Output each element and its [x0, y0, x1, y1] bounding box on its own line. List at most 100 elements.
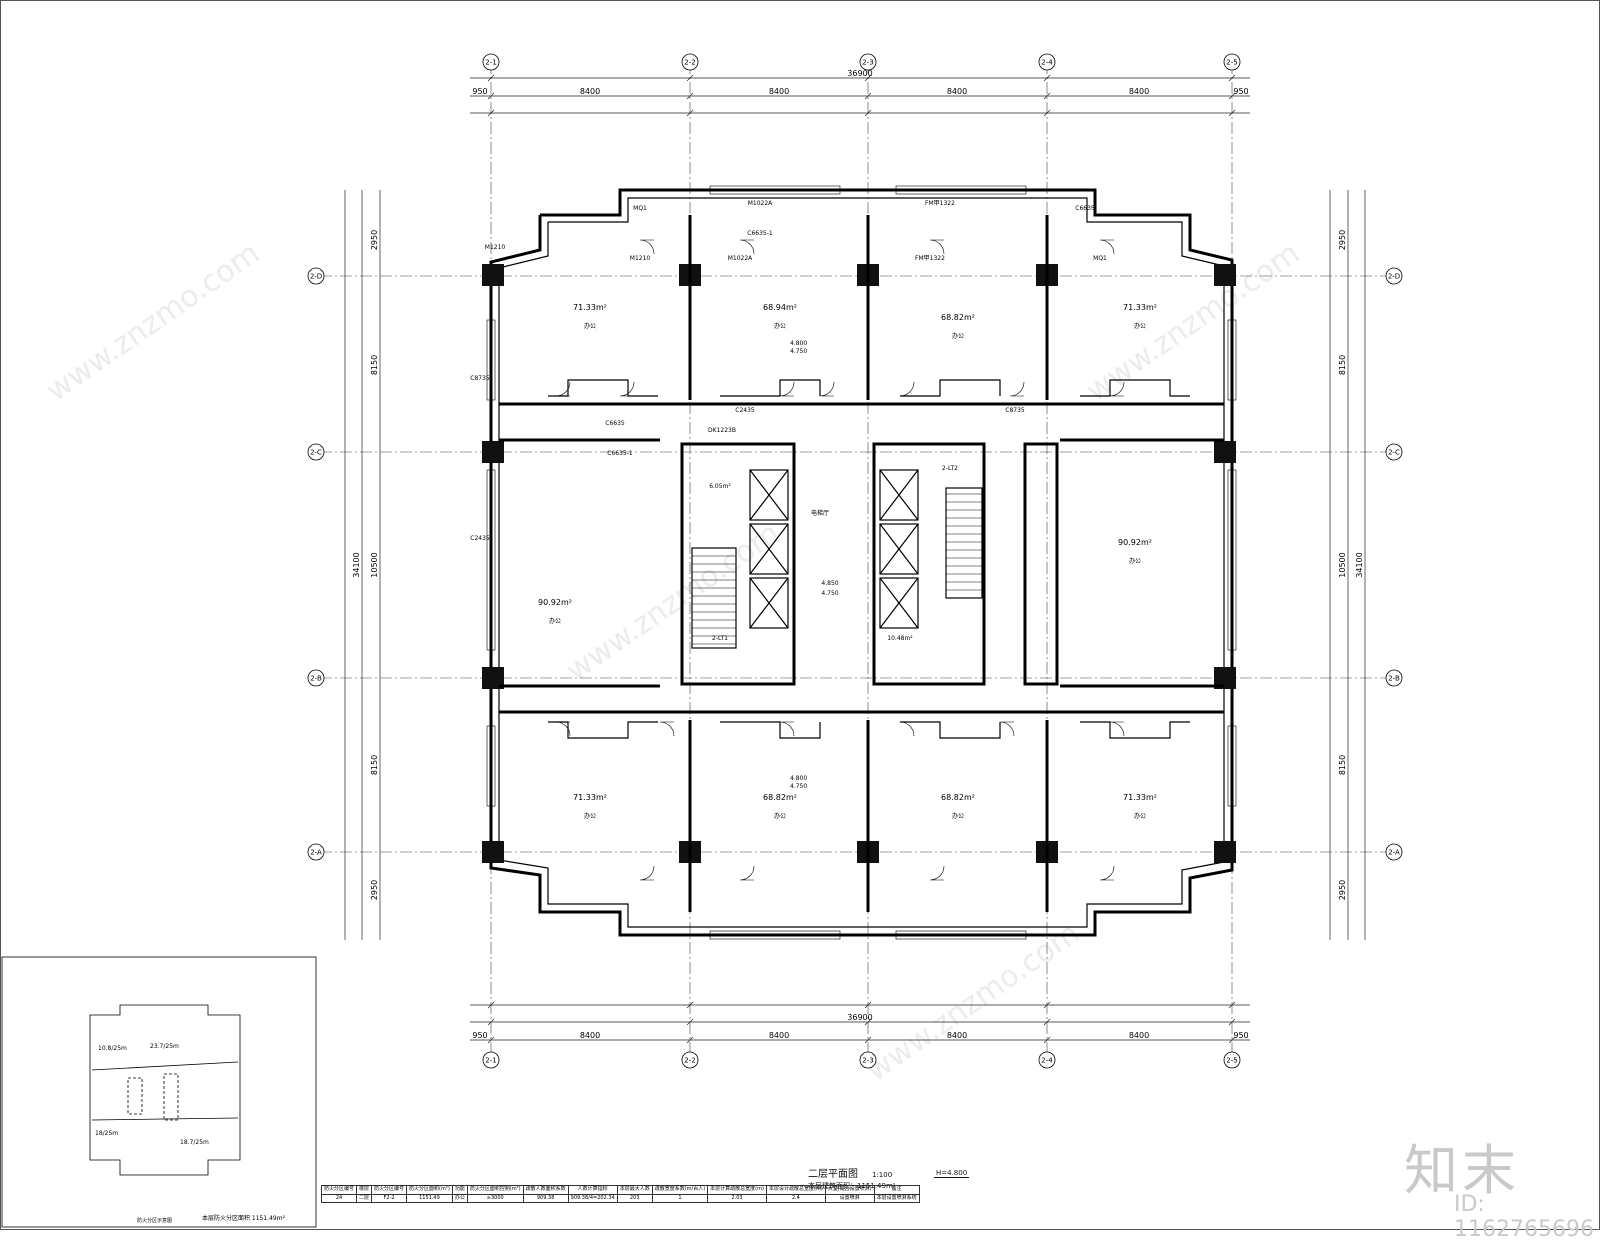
- dimension-tick: [1043, 1036, 1051, 1044]
- dimension-tick: [864, 92, 872, 100]
- table-cell: 2.03: [707, 1193, 767, 1203]
- room-area: 71.33m²: [573, 793, 607, 802]
- grid-bubble: [1385, 669, 1403, 687]
- dimension-text: 2950: [1338, 230, 1347, 250]
- dimension-tick: [1043, 92, 1051, 100]
- dimension-text: 8150: [1338, 755, 1347, 775]
- dimension-text: 950: [1233, 87, 1248, 96]
- grid-label: 2-C: [1388, 449, 1400, 457]
- dimension-tick: [686, 92, 694, 100]
- door-swing: [639, 239, 655, 255]
- dimension-tick: [487, 1001, 495, 1009]
- table-cell: 24: [320, 1193, 358, 1203]
- grid-bubble: [1385, 843, 1403, 861]
- dimension-tick: [1228, 1001, 1236, 1009]
- door-window-tag: C8735: [1005, 407, 1025, 414]
- dimension-tick: [864, 1036, 872, 1044]
- door-window-tag: FM甲1322: [925, 200, 955, 207]
- dimension-text: 8400: [947, 87, 967, 96]
- scale-text: 1:100: [872, 1171, 893, 1179]
- room-name: 办公: [774, 322, 786, 330]
- table-header-cell: 疏散人数面积系数: [522, 1185, 569, 1195]
- door-window-tag: C2435: [470, 535, 490, 542]
- room-area: 68.94m²: [763, 303, 797, 312]
- table-cell: 203: [616, 1193, 653, 1203]
- inset-label: 18/25m: [95, 1130, 118, 1137]
- grid-label: 2-5: [1226, 1057, 1237, 1065]
- door-window-tag: MQ1: [633, 205, 647, 212]
- fire-zone-table: 防火分区编号楼层防火分区编号防火分区面积(m²)功能防火分区面积控制(m²)疏散…: [320, 1185, 920, 1203]
- core-label: 4.850: [821, 580, 838, 587]
- door-swing: [819, 381, 835, 397]
- grid-label: 2-2: [684, 59, 695, 67]
- grid-bubble: [1038, 53, 1056, 71]
- table-cell: 1151.49: [406, 1193, 453, 1203]
- dimension-tick: [487, 1036, 495, 1044]
- dimension-tick: [487, 109, 495, 117]
- grid-label: 2-C: [310, 449, 322, 457]
- table-header-cell: 防火分区面积(m²): [406, 1185, 453, 1195]
- grid-label: 2-B: [1388, 675, 1400, 683]
- elevation-mark: H=4.800: [934, 1169, 970, 1178]
- dimension-tick: [1228, 109, 1236, 117]
- table-cell: F2-2: [371, 1193, 408, 1203]
- grid-label: 2-3: [862, 59, 873, 67]
- table-header-cell: 本层计算疏散总宽度(m): [707, 1185, 767, 1195]
- inset-caption: 防火分区示意图: [137, 1218, 173, 1224]
- door-swing: [999, 721, 1015, 737]
- grid-label: 2-5: [1226, 59, 1237, 67]
- table-cell: 2.4: [765, 1193, 826, 1203]
- dimension-tick: [686, 74, 694, 82]
- door-swing: [619, 381, 635, 397]
- table-header-cell: 本层设计疏散总宽度(m): [765, 1185, 826, 1195]
- door-swing: [1109, 721, 1125, 737]
- dimension-tick: [1228, 1036, 1236, 1044]
- dimension-text: 2950: [370, 230, 379, 250]
- dimension-text: 950: [1233, 1031, 1248, 1040]
- grid-label: 2-A: [310, 849, 322, 857]
- dimension-tick: [686, 1001, 694, 1009]
- door-swing: [779, 721, 795, 737]
- room-name: 办公: [1134, 812, 1146, 820]
- door-swing: [1009, 381, 1025, 397]
- dimension-tick: [686, 1036, 694, 1044]
- door-swing: [555, 381, 571, 397]
- grid-label: 2-D: [310, 273, 322, 281]
- door-swing: [1099, 239, 1115, 255]
- table-header-cell: 防火分区面积控制(m²): [466, 1185, 524, 1195]
- grid-bubble: [681, 1051, 699, 1069]
- room-area: 90.92m²: [538, 598, 572, 607]
- door-swing: [779, 381, 795, 397]
- grid-label: 2-4: [1041, 1057, 1053, 1065]
- title-text: 二层平面图: [808, 1169, 858, 1180]
- room-area: 68.82m²: [941, 793, 975, 802]
- dimension-tick: [487, 1018, 495, 1026]
- door-swing: [1099, 865, 1115, 881]
- dimension-text: 8400: [769, 87, 789, 96]
- dimension-text: 2950: [1338, 880, 1347, 900]
- grid-bubble: [1223, 53, 1241, 71]
- grid-bubble: [681, 53, 699, 71]
- dimension-tick: [1228, 92, 1236, 100]
- elevation-label: 4.750: [790, 783, 807, 790]
- grid-bubble: [1385, 267, 1403, 285]
- door-window-tag: M1022A: [728, 255, 753, 262]
- document-id: ID: 1162765696: [1454, 1192, 1594, 1242]
- grid-bubble: [1223, 1051, 1241, 1069]
- dimension-text: 8400: [947, 1031, 967, 1040]
- dimension-tick: [1043, 109, 1051, 117]
- room-name: 办公: [549, 617, 561, 625]
- room-area: 71.33m²: [573, 303, 607, 312]
- total-side-dimension: 34100: [352, 552, 361, 577]
- dimension-tick: [1228, 1018, 1236, 1026]
- table-cell: 909.38/4=202.34: [567, 1193, 618, 1203]
- door-window-tag: C6635-1: [607, 450, 633, 457]
- door-swing: [899, 721, 915, 737]
- dimension-tick: [487, 74, 495, 82]
- dimension-text: 8150: [370, 755, 379, 775]
- table-cell: 本层设置喷淋系统: [873, 1193, 920, 1203]
- grid-label: 2-B: [310, 675, 322, 683]
- core-label: 4.750: [821, 590, 838, 597]
- door-window-tag: MQ1: [1093, 255, 1107, 262]
- door-window-tag: M1210: [630, 255, 651, 262]
